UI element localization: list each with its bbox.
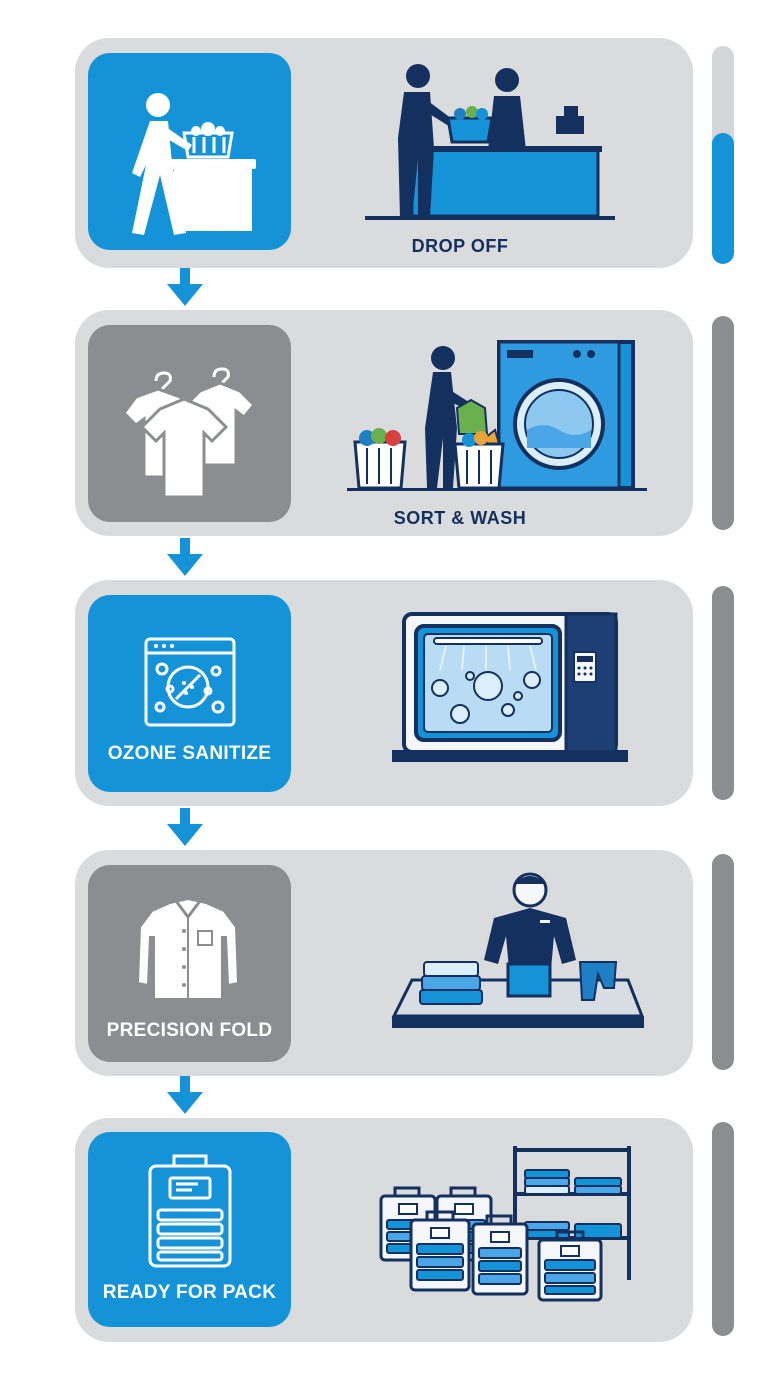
worker-sorting-clothes-washing-machine-scene <box>347 340 647 491</box>
ozone-chamber-icon <box>144 637 236 727</box>
step-card-precision-fold: PRECISION FOLD <box>75 850 693 1076</box>
step-tile-ready-for-pack: READY FOR PACK <box>88 1132 291 1327</box>
down-arrow-icon <box>167 1076 203 1114</box>
step-card-drop-off: DROP OFF <box>75 38 693 268</box>
step-tile-sort-wash <box>88 325 291 522</box>
customer-handing-basket-to-clerk-scene <box>365 64 615 220</box>
down-arrow-icon <box>167 808 203 846</box>
step-tile-label-precision-fold: PRECISION FOLD <box>106 1020 273 1041</box>
packed-laundry-bags-shelf-scene <box>379 1146 631 1302</box>
down-arrow-icon <box>167 268 203 306</box>
step-card-sort-wash: SORT & WASH <box>75 310 693 536</box>
packed-bag-icon <box>148 1154 232 1268</box>
step-caption-drop-off: DROP OFF <box>411 236 509 256</box>
step-tile-label-ready-for-pack: READY FOR PACK <box>102 1282 277 1303</box>
progress-bar-sort-wash <box>712 316 734 530</box>
step-card-ready-for-pack: READY FOR PACK <box>75 1118 693 1342</box>
progress-bar-ready-for-pack <box>712 1122 734 1336</box>
worker-folding-clothes-table-scene <box>391 872 645 1028</box>
dress-shirt-icon <box>136 897 240 1000</box>
step-caption-sort-wash: SORT & WASH <box>393 508 527 528</box>
progress-bar-ozone-sanitize <box>712 586 734 800</box>
step-tile-precision-fold: PRECISION FOLD <box>88 865 291 1062</box>
step-tile-ozone-sanitize: OZONE SANITIZE <box>88 595 291 792</box>
ozone-sanitizing-cabinet-scene <box>392 612 628 762</box>
step-tile-label-ozone-sanitize: OZONE SANITIZE <box>107 743 272 764</box>
progress-bar-fill <box>712 133 734 264</box>
down-arrow-icon <box>167 538 203 576</box>
progress-bar-drop-off <box>712 46 734 264</box>
person-laundry-basket-counter-icon <box>132 93 256 235</box>
step-card-ozone-sanitize: OZONE SANITIZE <box>75 580 693 806</box>
progress-bar-precision-fold <box>712 854 734 1070</box>
shirts-on-hangers-icon <box>122 367 257 499</box>
step-tile-drop-off <box>88 53 291 250</box>
